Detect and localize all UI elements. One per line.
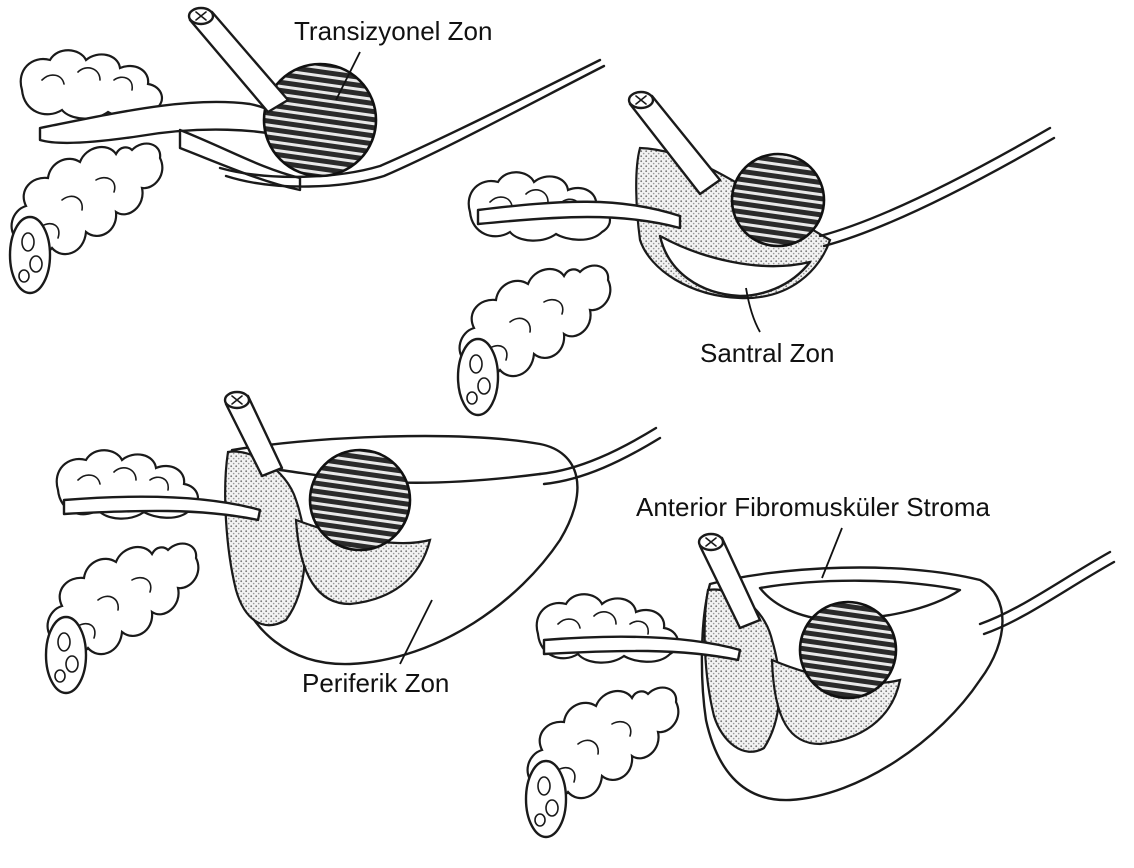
panel-anterior-fibromuscular-stroma: Anterior Fibromusküler Stroma [526,492,1114,837]
label-central-zone: Santral Zon [700,338,834,368]
transitional-zone-shape [800,602,896,698]
label-transitional-zone: Transizyonel Zon [294,16,492,46]
transitional-zone-shape [310,450,410,550]
transitional-zone-shape [732,154,824,246]
seminal-vesicles [46,450,198,693]
panel-transitional-zone: Transizyonel Zon [10,8,604,293]
seminal-vesicles [526,594,678,837]
urethra-cut-pipe [190,12,288,112]
panel-central-zone: Santral Zon [458,92,1054,415]
label-anterior-fibromuscular-stroma: Anterior Fibromusküler Stroma [636,492,991,522]
label-peripheral-zone: Periferik Zon [302,668,449,698]
transitional-zone-shape [264,64,376,176]
seminal-vesicles [10,50,162,293]
